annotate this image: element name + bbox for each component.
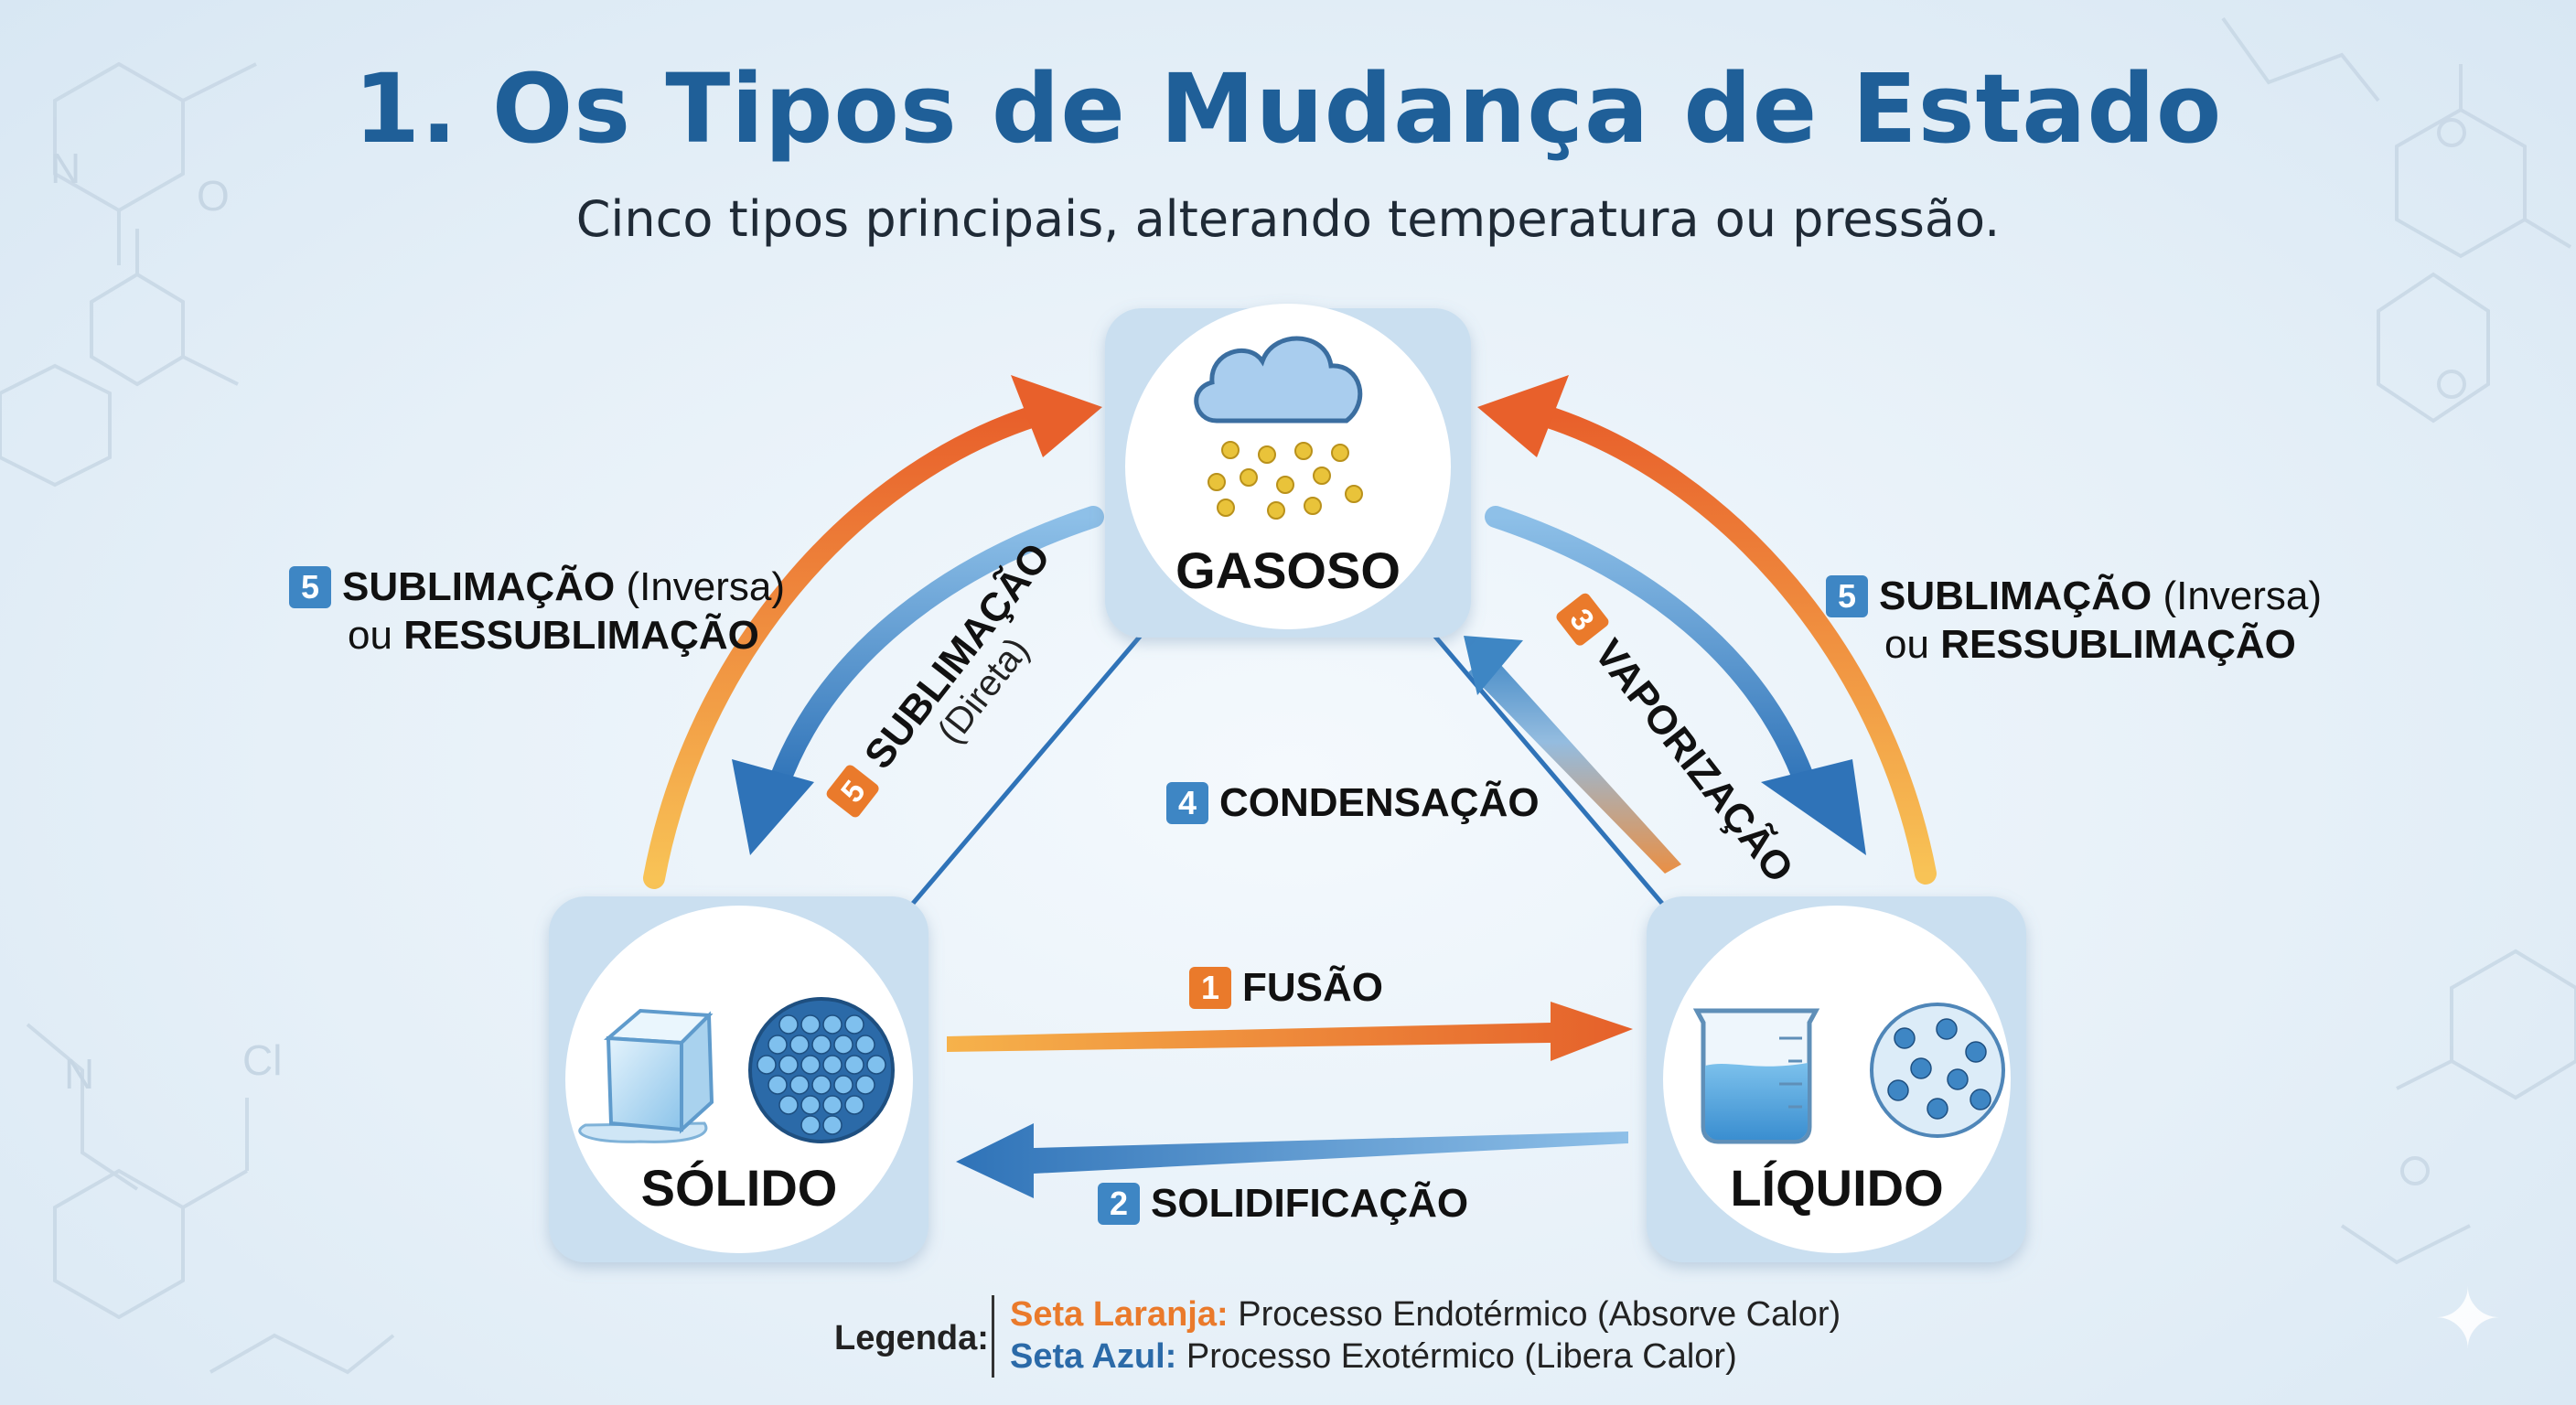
- sparkle-icon: ✦: [2433, 1274, 2503, 1366]
- arrow-right-inner-blue: [1485, 506, 1818, 798]
- label-vaporization: 3 VAPORIZAÇÃO: [1556, 593, 1803, 891]
- ice-cube-icon: [578, 1008, 714, 1143]
- state-label-solido: SÓLIDO: [641, 1159, 838, 1217]
- legend-blue: Seta Azul: Processo Exotérmico (Libera C…: [1010, 1337, 1737, 1376]
- arrow-right-outer-orange: [1535, 405, 1937, 885]
- triangle-line-right: [1398, 593, 1712, 962]
- page-subtitle: Cinco tipos principais, alterando temper…: [575, 190, 2001, 248]
- page-title: 1. Os Tipos de Mudança de Estado: [353, 53, 2223, 165]
- node-solido: [549, 896, 928, 1262]
- svg-text:N: N: [64, 1050, 94, 1098]
- arrow-left-outer-orange: [643, 405, 1045, 889]
- arrow-fusion: [947, 1002, 1633, 1061]
- arrow-vaporization: [1468, 654, 1681, 874]
- svg-text:N: N: [50, 145, 80, 192]
- liquid-particles-icon: [1870, 1003, 2005, 1138]
- state-label-gasoso: GASOSO: [1175, 542, 1401, 599]
- arrow-left-inner-blue: [767, 506, 1104, 798]
- triangle-line-left: [863, 593, 1177, 962]
- legend-orange: Seta Laranja: Processo Endotérmico (Abso…: [1010, 1295, 1841, 1334]
- beaker-icon: [1692, 1008, 1820, 1144]
- solid-particles-icon: [748, 997, 895, 1143]
- cloud-icon: [1194, 336, 1363, 520]
- legend-divider: [992, 1295, 994, 1378]
- node-liquido: [1647, 896, 2026, 1262]
- svg-text:Cl: Cl: [242, 1036, 282, 1084]
- legend-title: Legenda:: [834, 1319, 989, 1357]
- arrow-solidification: [956, 1123, 1628, 1198]
- state-label-liquido: LÍQUIDO: [1730, 1159, 1943, 1217]
- svg-text:O: O: [197, 172, 230, 220]
